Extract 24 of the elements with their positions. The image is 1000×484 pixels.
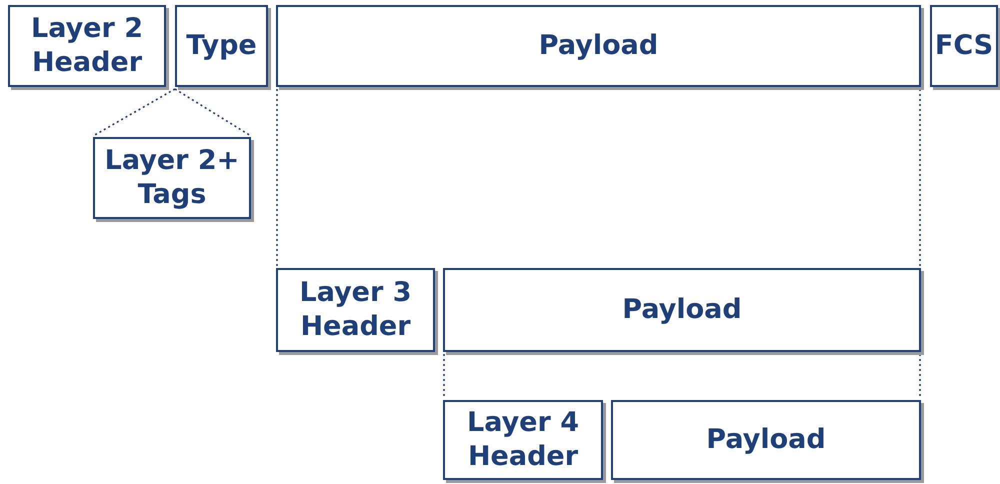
checksum-field — [930, 5, 998, 87]
payload-field — [276, 5, 921, 87]
field-label: Payload — [538, 29, 658, 63]
field-label: FCS — [934, 29, 994, 63]
field-label: Layer 3 Header — [298, 276, 412, 344]
header-field — [8, 5, 166, 87]
header-field — [276, 268, 435, 352]
payload-field — [611, 400, 921, 480]
expansion-line — [919, 89, 921, 267]
expansion-line — [92, 88, 176, 137]
field-label: Type — [186, 29, 257, 63]
expansion-line — [276, 89, 278, 267]
expansion-line — [174, 88, 252, 137]
field-label: Layer 2 Header — [30, 12, 144, 80]
expansion-line — [919, 354, 921, 399]
header-field — [443, 400, 603, 480]
type-field — [175, 5, 268, 87]
tags-field — [93, 137, 251, 219]
expansion-line — [443, 354, 445, 399]
field-label: Layer 4 Header — [466, 406, 580, 474]
field-label: Payload — [706, 423, 826, 457]
field-label: Payload — [622, 293, 742, 327]
field-label: Layer 2+ Tags — [104, 144, 240, 212]
payload-field — [443, 268, 921, 352]
